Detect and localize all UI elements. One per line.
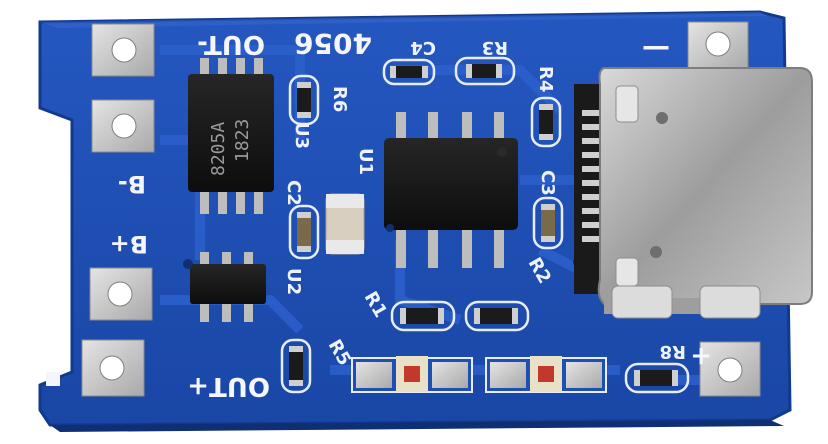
label-u1: U1	[355, 148, 376, 175]
pad-b-minus	[91, 99, 155, 153]
label-b-plus: B+	[110, 230, 148, 258]
label-out-plus: OUT+	[187, 371, 270, 401]
smd-components	[183, 56, 690, 394]
label-out-minus: OUT-	[197, 29, 265, 59]
mosfet-marking-line2: 1823	[232, 119, 253, 162]
label-plus-sign: +	[690, 341, 712, 371]
label-c3: C3	[537, 170, 558, 196]
usb-type-c-connector	[574, 67, 813, 319]
label-ic-model: 4056	[294, 27, 372, 60]
label-u2: U2	[283, 268, 304, 295]
label-minus-sign: —	[642, 33, 670, 66]
label-c2: C2	[283, 180, 304, 206]
mosfet-u3: 8205A 1823	[188, 58, 274, 214]
protection-ic-u2	[190, 252, 266, 322]
label-r4: R4	[535, 66, 556, 92]
label-u3: U3	[291, 122, 312, 149]
label-b-minus: B-	[118, 170, 146, 198]
pad-out-plus	[81, 339, 145, 397]
led-blue	[485, 356, 607, 393]
led-red	[351, 356, 473, 393]
label-r6: R6	[329, 86, 350, 112]
pad-top-right	[687, 21, 749, 71]
pad-b-plus	[89, 267, 153, 321]
corner-marking	[46, 372, 60, 386]
pad-out-minus	[91, 23, 155, 77]
mosfet-marking-line1: 8205A	[208, 122, 229, 176]
label-r8: R8	[660, 341, 686, 362]
label-r3: R3	[482, 37, 508, 58]
charger-ic-u1	[384, 112, 518, 268]
label-c4: C4	[410, 37, 436, 58]
silkscreen-labels: OUT- 4056 C4 R3 R4 R6 U3 U1 C3 C2 B- B+ …	[46, 27, 712, 401]
pad-bottom-right	[699, 341, 761, 397]
